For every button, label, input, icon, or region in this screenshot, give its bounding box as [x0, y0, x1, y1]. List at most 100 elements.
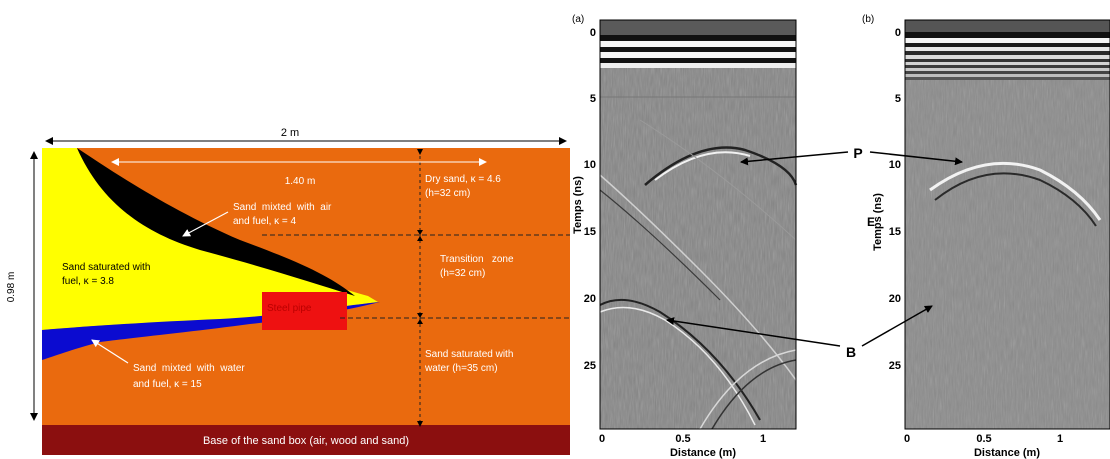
b-xtick-05: 0.5 — [976, 433, 991, 445]
radargram-b-stripe-white-3 — [905, 55, 1110, 59]
guide-arrow-upper-a — [417, 230, 423, 235]
radargram-b-yticks: 0 5 10 15 20 25 — [889, 27, 901, 372]
sand-box-diagram: Steel pipe 2 m 1.40 m 0.98 m Dry sand, κ… — [6, 127, 570, 455]
a-ytick-0: 0 — [590, 27, 596, 39]
radargram-a-stripe-black-2 — [600, 47, 796, 52]
guide-arrow-lower-b — [417, 319, 423, 324]
a-xtick-05: 0.5 — [675, 433, 690, 445]
a-ytick-5: 5 — [590, 93, 596, 105]
radargram-b-stripe-black-1 — [905, 32, 1110, 38]
radargram-a-stripe-black-3 — [600, 58, 796, 63]
water-fuel-pointer — [91, 339, 129, 364]
radargram-b-stripe-white-6 — [905, 74, 1110, 77]
transition-line-2: (h=32 cm) — [440, 268, 485, 279]
radargram-a: (a) 0 5 10 15 20 25 Temps (ns) — [572, 14, 798, 459]
marker-p-label: P — [853, 145, 862, 161]
guide-arrow-lower-a — [417, 313, 423, 318]
sand-box-base — [42, 425, 570, 455]
b-ytick-15: 15 — [889, 226, 901, 238]
a-xtick-0: 0 — [599, 433, 605, 445]
radargram-a-frame — [599, 19, 797, 430]
fuel-saturated-zone — [42, 148, 378, 330]
transition-line-1: Transition zone — [440, 254, 514, 265]
b-xtick-0: 0 — [904, 433, 910, 445]
radargram-a-hyperbola-p — [644, 146, 798, 186]
height-label: 0.98 m — [6, 272, 17, 303]
water-fuel-line-2: and fuel, κ = 15 — [133, 379, 202, 390]
radargram-a-stripe-white-2 — [600, 52, 796, 58]
fuel-saturated-line-2: fuel, κ = 3.8 — [62, 276, 114, 287]
radargram-b-ylabel: Temps (ns) — [872, 193, 884, 251]
inner-width-label: 1.40 m — [285, 176, 316, 187]
radargram-b-frame — [904, 19, 1110, 430]
radargram-a-ylabel: Temps (ns) — [572, 176, 584, 234]
radargram-b-stripe-black-4 — [905, 59, 1110, 62]
marker-b-label: B — [846, 344, 856, 360]
marker-b-arrow-b — [861, 305, 933, 347]
b-xtick-1: 1 — [1057, 433, 1063, 445]
water-fuel-label: Sand mixted with water and fuel, κ = 15 — [133, 363, 248, 390]
a-ytick-25: 25 — [584, 360, 596, 372]
b-ytick-0: 0 — [895, 27, 901, 39]
radargram-a-diagonal-2 — [599, 189, 721, 301]
fuel-saturated-line-1: Sand saturated with — [62, 262, 150, 273]
air-fuel-line-2: and fuel, κ = 4 — [233, 216, 297, 227]
radargram-a-diagonal-1 — [599, 174, 797, 381]
saturated-water-line-2: water (h=35 cm) — [424, 363, 498, 374]
radargram-a-texture — [600, 68, 796, 429]
transition-zone-label: Transition zone (h=32 cm) — [440, 254, 516, 279]
radargram-a-stripe-white-1 — [600, 41, 796, 47]
radargram-a-stripe-white-3 — [600, 63, 796, 68]
b-ytick-25: 25 — [889, 360, 901, 372]
radargram-a-hyperbola-c-dark — [711, 359, 797, 430]
radargram-a-stripe-black-1 — [600, 35, 796, 41]
air-fuel-pointer — [182, 211, 229, 237]
radargram-a-diagonal-3 — [639, 119, 797, 241]
b-ytick-10: 10 — [889, 159, 901, 171]
radargram-b-top-band — [905, 20, 1110, 32]
water-fuel-line-1: Sand mixted with water — [133, 363, 245, 374]
radargram-b-stripe-black-2 — [905, 43, 1110, 47]
radargram-a-hyperbola-c — [699, 349, 797, 430]
radargram-b-stripe-black-3 — [905, 51, 1110, 55]
saturated-water-line-1: Sand saturated with — [425, 349, 513, 360]
dry-sand-line-1: Dry sand, κ = 4.6 — [425, 174, 501, 185]
air-fuel-zone — [77, 148, 355, 296]
saturated-water-label: Sand saturated with water (h=35 cm) — [424, 349, 516, 374]
guide-arrow-top — [417, 149, 423, 155]
guide-arrow-bottom — [417, 421, 423, 427]
air-fuel-label: Sand mixted with air and fuel, κ = 4 — [233, 202, 334, 227]
radargram-b-xlabel: Distance (m) — [974, 447, 1040, 459]
radargram-b-stripe-white-2 — [905, 47, 1110, 51]
radargram-b-hyperbola-p-dark — [934, 172, 1097, 227]
radargram-b-texture — [905, 80, 1110, 429]
markers: P B — [666, 145, 963, 360]
a-xtick-1: 1 — [760, 433, 766, 445]
steel-pipe — [262, 292, 347, 330]
dry-sand-line-2: (h=32 cm) — [425, 188, 470, 199]
a-ytick-15: 15 — [584, 226, 596, 238]
radargram-b-side-label: E — [867, 215, 875, 229]
sand-box-base-label: Base of the sand box (air, wood and sand… — [203, 435, 409, 447]
radargram-a-hyperbola-p-light — [654, 151, 751, 181]
radargram-b: (b) 0 5 10 15 20 25 Temps (ns) E 0 — [862, 14, 1110, 459]
radargram-b-stripe-black-7 — [905, 77, 1110, 80]
b-ytick-20: 20 — [889, 293, 901, 305]
radargram-b-stripe-black-6 — [905, 71, 1110, 74]
a-ytick-20: 20 — [584, 293, 596, 305]
marker-p-arrow-a — [740, 151, 849, 166]
panel-a-label: (a) — [572, 14, 584, 25]
radargram-a-xticks: 0 0.5 1 — [599, 433, 766, 445]
marker-b-arrow-a — [666, 317, 841, 347]
width-label: 2 m — [281, 127, 299, 139]
b-ytick-5: 5 — [895, 93, 901, 105]
a-ytick-10: 10 — [584, 159, 596, 171]
radargram-a-xlabel: Distance (m) — [670, 447, 736, 459]
fuel-saturated-label: Sand saturated with fuel, κ = 3.8 — [62, 262, 153, 287]
guide-arrow-upper-b — [417, 236, 423, 241]
radargram-a-yticks: 0 5 10 15 20 25 — [584, 27, 596, 372]
radargram-b-stripe-black-5 — [905, 65, 1110, 68]
radargram-b-hyperbola-p — [929, 161, 1102, 221]
radargram-b-stripe-white-4 — [905, 62, 1110, 65]
